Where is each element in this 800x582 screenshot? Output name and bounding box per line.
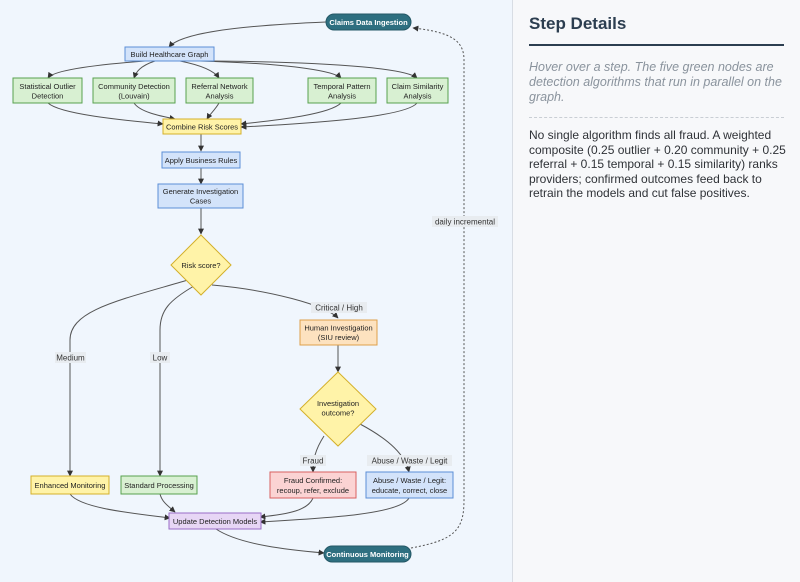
svg-text:outcome?: outcome? bbox=[322, 409, 355, 418]
edge-risk-standard bbox=[157, 285, 195, 477]
edge-risk-human bbox=[211, 284, 339, 319]
svg-text:Update Detection Models: Update Detection Models bbox=[173, 517, 257, 526]
svg-text:Apply Business Rules: Apply Business Rules bbox=[165, 156, 238, 165]
svg-text:Investigation: Investigation bbox=[317, 399, 359, 408]
panel-title: Step Details bbox=[529, 14, 784, 46]
node-temporal-pattern-analysis[interactable]: Temporal Pattern Analysis bbox=[307, 77, 377, 104]
svg-text:Temporal Pattern: Temporal Pattern bbox=[313, 82, 370, 91]
edge-similarity-combine bbox=[240, 102, 418, 130]
node-build-healthcare-graph[interactable]: Build Healthcare Graph bbox=[124, 46, 215, 62]
node-community-detection[interactable]: Community Detection (Louvain) bbox=[92, 77, 176, 104]
svg-text:educate, correct, close: educate, correct, close bbox=[372, 486, 447, 495]
edge-fraud-update bbox=[259, 497, 314, 520]
flowchart-svg: Medium Low Critical / High Fraud Abuse /… bbox=[12, 13, 498, 563]
edge-update-continuous bbox=[215, 528, 325, 556]
edge-abuse-update bbox=[259, 497, 410, 525]
svg-text:Community Detection: Community Detection bbox=[98, 82, 170, 91]
node-referral-network-analysis[interactable]: Referral Network Analysis bbox=[185, 77, 254, 104]
edge-enhanced-update bbox=[69, 493, 171, 521]
node-standard-processing[interactable]: Standard Processing bbox=[120, 475, 198, 495]
node-combine-risk-scores[interactable]: Combine Risk Scores bbox=[162, 118, 242, 135]
panel-body: No single algorithm finds all fraud. A w… bbox=[529, 128, 786, 200]
edge-build-community bbox=[132, 60, 156, 79]
step-details-panel: Step Details Hover over a step. The five… bbox=[513, 0, 800, 582]
edge-standard-update bbox=[159, 493, 176, 513]
svg-text:Build Healthcare Graph: Build Healthcare Graph bbox=[131, 50, 209, 59]
edge-labels: Medium Low Critical / High Fraud Abuse /… bbox=[55, 216, 498, 466]
node-risk-score-decision[interactable]: Risk score? bbox=[170, 234, 232, 296]
edge-referral-combine bbox=[206, 102, 220, 120]
svg-text:Cases: Cases bbox=[190, 197, 212, 206]
edge-outcome-fraud bbox=[310, 435, 325, 473]
svg-text:Generate Investigation: Generate Investigation bbox=[163, 187, 238, 196]
edge-label-critical-high: Critical / High bbox=[315, 304, 363, 313]
node-claims-data-ingestion[interactable]: Claims Data Ingestion bbox=[325, 13, 412, 31]
edge-label-daily-incremental: daily incremental bbox=[435, 218, 495, 227]
svg-text:Human Investigation: Human Investigation bbox=[304, 324, 372, 333]
svg-text:Claims Data Ingestion: Claims Data Ingestion bbox=[329, 18, 408, 27]
svg-text:Fraud Confirmed:: Fraud Confirmed: bbox=[284, 476, 342, 485]
edge-continuous-ingest bbox=[410, 25, 465, 549]
svg-text:recoup, refer, exclude: recoup, refer, exclude bbox=[277, 486, 349, 495]
svg-text:Combine Risk Scores: Combine Risk Scores bbox=[166, 123, 238, 132]
edge-ingest-build bbox=[168, 21, 327, 48]
flowchart-canvas: Medium Low Critical / High Fraud Abuse /… bbox=[12, 0, 513, 582]
edges bbox=[47, 21, 465, 556]
edge-outlier-combine bbox=[47, 102, 164, 127]
node-statistical-outlier-detection[interactable]: Statistical Outlier Detection bbox=[12, 77, 83, 104]
svg-text:Statistical Outlier: Statistical Outlier bbox=[19, 82, 76, 91]
node-claim-similarity-analysis[interactable]: Claim Similarity Analysis bbox=[386, 77, 449, 104]
node-enhanced-monitoring[interactable]: Enhanced Monitoring bbox=[30, 475, 110, 495]
node-investigation-outcome-decision[interactable]: Investigation outcome? bbox=[299, 371, 377, 447]
svg-text:Enhanced Monitoring: Enhanced Monitoring bbox=[35, 481, 106, 490]
node-generate-investigation-cases[interactable]: Generate Investigation Cases bbox=[157, 183, 244, 209]
svg-text:Continuous Monitoring: Continuous Monitoring bbox=[326, 550, 409, 559]
svg-text:Detection: Detection bbox=[32, 92, 64, 101]
edge-build-similarity bbox=[209, 60, 418, 79]
svg-text:(SIU review): (SIU review) bbox=[318, 333, 360, 342]
edge-build-temporal bbox=[199, 60, 342, 79]
node-update-detection-models[interactable]: Update Detection Models bbox=[168, 512, 262, 530]
svg-text:Standard Processing: Standard Processing bbox=[124, 481, 194, 490]
node-human-investigation[interactable]: Human Investigation (SIU review) bbox=[299, 319, 378, 346]
node-fraud-confirmed[interactable]: Fraud Confirmed: recoup, refer, exclude bbox=[269, 471, 357, 499]
node-abuse-waste-legit[interactable]: Abuse / Waste / Legit: educate, correct,… bbox=[365, 471, 454, 499]
edge-build-outlier bbox=[47, 60, 146, 79]
edge-label-medium: Medium bbox=[56, 354, 85, 363]
svg-text:Claim Similarity: Claim Similarity bbox=[392, 82, 444, 91]
edge-label-low: Low bbox=[153, 354, 168, 363]
edge-community-combine bbox=[133, 102, 176, 121]
svg-text:(Louvain): (Louvain) bbox=[118, 92, 150, 101]
node-continuous-monitoring[interactable]: Continuous Monitoring bbox=[323, 545, 412, 563]
edge-outcome-abuse bbox=[359, 423, 411, 473]
svg-text:Analysis: Analysis bbox=[404, 92, 432, 101]
svg-text:Abuse / Waste / Legit:: Abuse / Waste / Legit: bbox=[373, 476, 446, 485]
edge-label-abuse: Abuse / Waste / Legit bbox=[372, 457, 449, 466]
edge-risk-enhanced bbox=[67, 279, 189, 477]
svg-text:Analysis: Analysis bbox=[328, 92, 356, 101]
edge-temporal-combine bbox=[240, 102, 342, 127]
edge-build-referral bbox=[179, 60, 220, 79]
svg-text:Referral Network: Referral Network bbox=[191, 82, 248, 91]
panel-hint: Hover over a step. The five green nodes … bbox=[529, 60, 784, 118]
svg-text:Analysis: Analysis bbox=[206, 92, 234, 101]
edge-label-fraud: Fraud bbox=[303, 457, 324, 466]
node-apply-business-rules[interactable]: Apply Business Rules bbox=[161, 151, 241, 169]
svg-text:Risk score?: Risk score? bbox=[181, 261, 220, 270]
